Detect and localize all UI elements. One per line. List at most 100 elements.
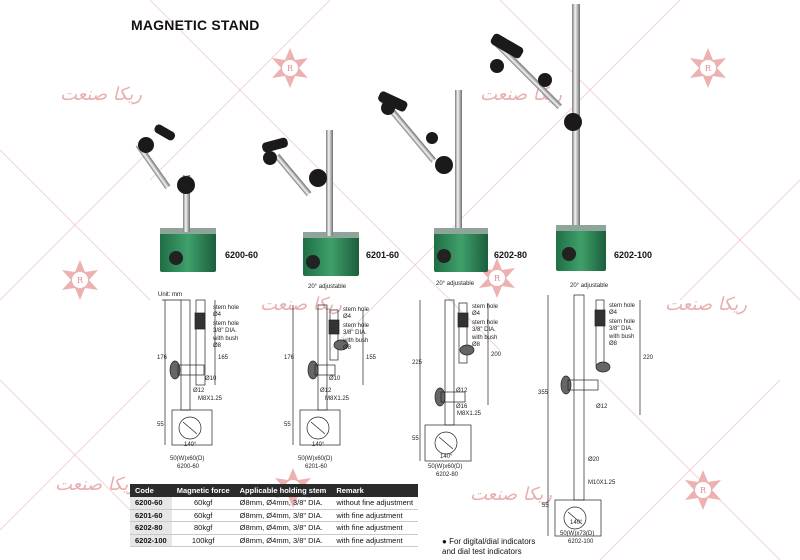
drawing-label: M8X1.25 [457, 411, 482, 417]
drawing-label: Ø12 [320, 388, 332, 394]
stand-photo-6202-100 [490, 4, 606, 271]
drawing-label: 355 [538, 390, 549, 396]
drawing-label: 6202-80 [436, 472, 459, 478]
stand-photo-6201-60 [262, 130, 359, 276]
drawing-label: Ø4 [343, 314, 352, 320]
drawing-label: Ø4 [472, 311, 481, 317]
drawing-label: Ø10 [329, 376, 341, 382]
stand-photo-6200-60 [135, 124, 216, 272]
column-header: Code [130, 484, 172, 497]
drawing-label: stem hole [609, 319, 636, 325]
drawing-label: 140° [570, 520, 583, 526]
product-photos [135, 4, 606, 276]
drawing-label: 55 [412, 436, 419, 442]
model-label: 6200-60 [225, 250, 259, 260]
drawing-label: 6201-60 [305, 464, 328, 470]
drawing-label: 3/8" DIA. [343, 330, 367, 336]
drawing-label: 20° adjustable [570, 283, 609, 289]
drawing-label: 50(W)x73(D) [560, 531, 595, 537]
code-cell: 6202-100 [130, 534, 172, 547]
drawing-label: 55 [284, 422, 291, 428]
drawing-label: 165 [218, 355, 229, 361]
drawing-label: 6202-100 [568, 539, 594, 545]
drawing-label: 6200-60 [177, 464, 200, 470]
drawing-label: Ø10 [205, 376, 217, 382]
drawing-label: 50(W)x60(D) [428, 464, 463, 470]
drawing-label: 50(W)x60(D) [170, 456, 205, 462]
drawing-label: Ø12 [193, 388, 205, 394]
drawing-label: 176 [284, 355, 295, 361]
drawing-label: stem hole [472, 304, 499, 310]
code-cell: 6201-60 [130, 509, 172, 522]
drawing-label: stem hole [472, 320, 499, 326]
drawing-label: Ø20 [588, 457, 600, 463]
drawing-label: Ø4 [609, 310, 618, 316]
column-header: Remark [331, 484, 419, 497]
drawing-label: 176 [157, 355, 168, 361]
drawing-label: 3/8" DIA. [609, 326, 633, 332]
drawing-label: M8X1.25 [198, 396, 223, 402]
remark-cell: with fine adjustment [331, 521, 419, 535]
drawing-label: with bush [472, 335, 498, 341]
page-title: MAGNETIC STAND [131, 17, 260, 33]
note-line: and dial test indicators [442, 547, 522, 556]
drawing-label: 55 [157, 422, 164, 428]
model-label: 6202-100 [614, 250, 653, 260]
drawing-label: 3/8" DIA. [472, 327, 496, 333]
drawing-label: M10X1.25 [588, 480, 616, 486]
drawing-label: stem hole [609, 303, 636, 309]
drawing-label: Ø8 [609, 341, 618, 347]
drawing-label: Ø4 [213, 312, 222, 318]
drawing-label: 20° adjustable [436, 281, 475, 287]
drawing-label: Ø8 [472, 342, 481, 348]
drawing-label: stem hole [343, 307, 370, 313]
force-cell: 100kgf [171, 534, 235, 547]
drawing-label: 200 [491, 352, 502, 358]
drawing-label: stem hole [213, 321, 240, 327]
column-header: Magnetic force [171, 484, 235, 497]
drawing-label: 50(W)x60(D) [298, 456, 333, 462]
table-row: 6202-100 100kgf Ø8mm, Ø4mm, 3/8" DIA. wi… [130, 534, 419, 547]
drawing-label: 140° [312, 442, 325, 448]
drawing-6201-60 [292, 304, 364, 446]
force-cell: 80kgf [171, 521, 235, 535]
technical-drawings [162, 294, 641, 537]
stem-cell: Ø8mm, Ø4mm, 3/8" DIA. [234, 534, 332, 547]
model-label: 6201-60 [366, 250, 400, 260]
drawing-label: Ø8 [213, 343, 222, 349]
drawing-label: M8X1.25 [325, 396, 350, 402]
drawing-label: 55 [542, 503, 549, 509]
column-header: Applicable holding stem [234, 484, 332, 497]
stem-cell: Ø8mm, Ø4mm, 3/8" DIA. [234, 497, 332, 510]
drawing-label: with bush [213, 336, 239, 342]
drawing-label: with bush [343, 338, 369, 344]
drawing-label: 140° [440, 454, 453, 460]
spec-table: Code Magnetic force Applicable holding s… [130, 484, 419, 547]
drawing-label: 140° [184, 442, 197, 448]
remark-cell: with fine adjustment [331, 509, 419, 522]
force-cell: 60kgf [171, 509, 235, 522]
drawing-label: with bush [609, 334, 635, 340]
drawing-label: stem hole [343, 323, 370, 329]
remark-cell: with fine adjustment [331, 534, 419, 547]
stem-cell: Ø8mm, Ø4mm, 3/8" DIA. [234, 521, 332, 535]
model-label: 6202-80 [494, 250, 528, 260]
drawing-label: Ø12 [456, 388, 468, 394]
note-line: ● For digital/dial indicators [442, 537, 536, 546]
drawing-label: Ø8 [343, 345, 352, 351]
unit-label: Unit: mm [158, 292, 182, 298]
drawing-label: stem hole [213, 305, 240, 311]
note-text: For digital/dial indicators [449, 537, 536, 546]
table-row: 6202-80 80kgf Ø8mm, Ø4mm, 3/8" DIA. with… [130, 521, 419, 535]
usage-note: ● For digital/dial indicators and dial t… [442, 537, 535, 557]
table-row: 6201-60 60kgf Ø8mm, Ø4mm, 3/8" DIA. with… [130, 509, 419, 522]
drawing-label: Ø12 [596, 404, 608, 410]
drawing-label: 220 [643, 355, 654, 361]
force-cell: 60kgf [171, 497, 235, 510]
drawing-6200-60 [162, 299, 216, 446]
code-cell: 6200-60 [130, 497, 172, 510]
drawing-label: 3/8" DIA. [213, 328, 237, 334]
stem-cell: Ø8mm, Ø4mm, 3/8" DIA. [234, 509, 332, 522]
table-header-row: Code Magnetic force Applicable holding s… [130, 484, 419, 497]
